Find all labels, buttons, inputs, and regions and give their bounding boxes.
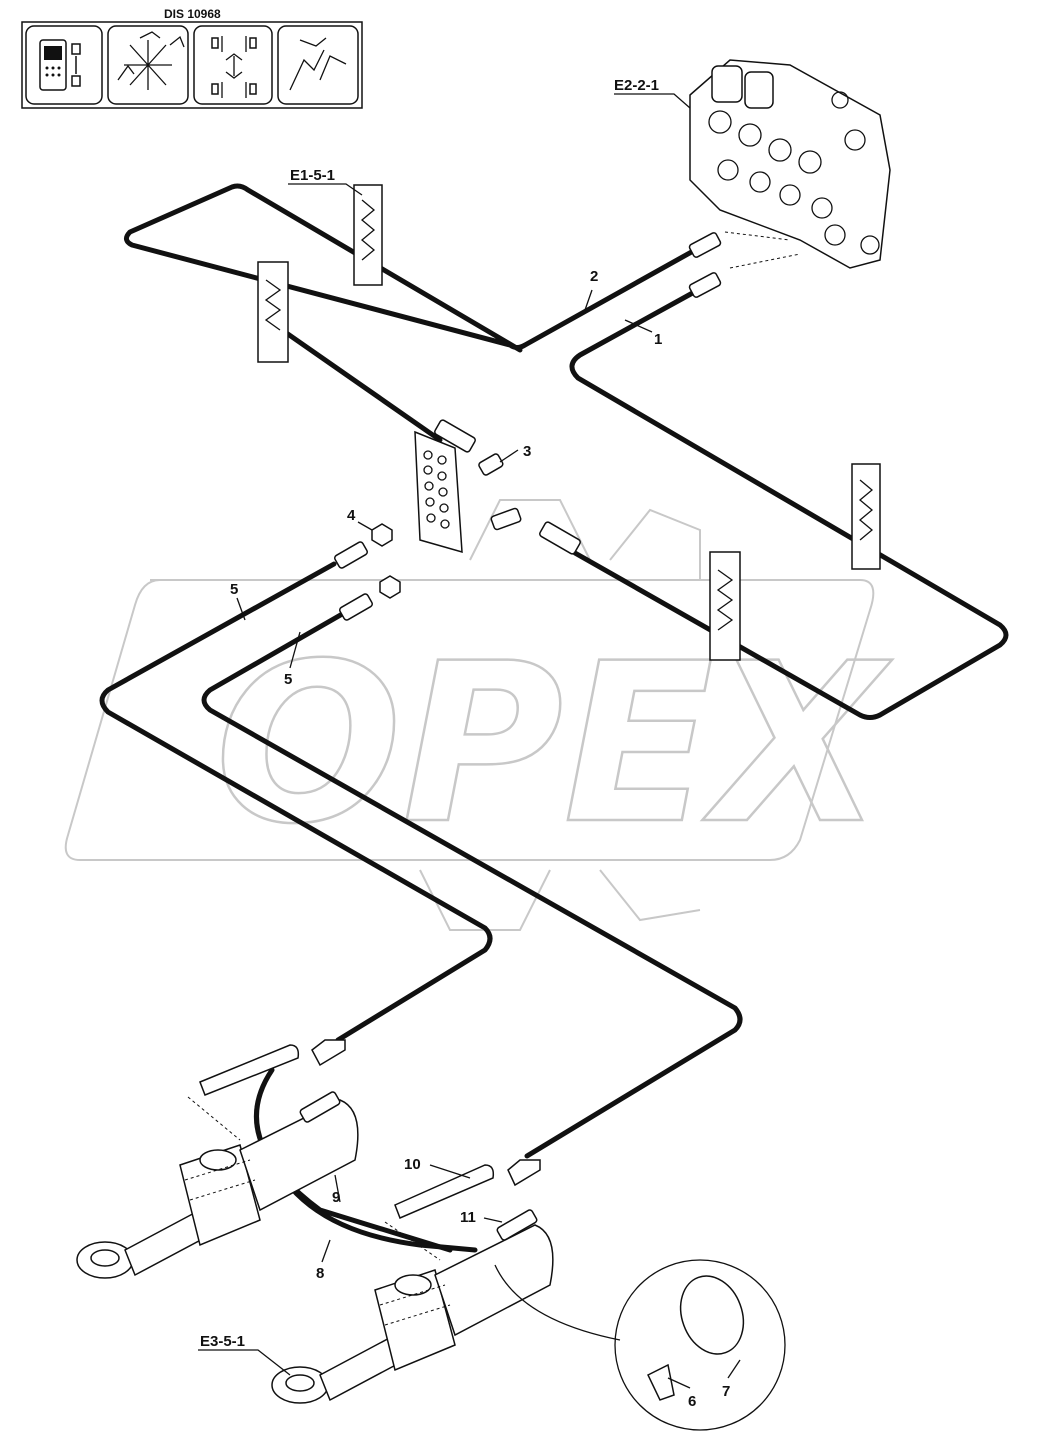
document-code: DIS 10968 (164, 7, 221, 21)
callout-4: 4 (347, 507, 356, 524)
callout-10: 10 (404, 1156, 421, 1173)
remote-control-icon (25, 25, 103, 105)
hose-lines (99, 183, 1009, 1253)
callout-6: 6 (688, 1393, 696, 1410)
cylinder-upper (76, 1099, 359, 1279)
opex-watermark: OPEX (64, 499, 894, 931)
icon-strip: DIS 10968 (21, 7, 363, 109)
hose-3-pipe (259, 313, 443, 443)
callout-3: 3 (523, 443, 531, 460)
watermark-text: OPEX (215, 616, 893, 872)
callout-8: 8 (316, 1265, 324, 1282)
leader-lines (198, 93, 741, 1389)
hose-5b (201, 610, 743, 1159)
ref-clamp-top: E1-5-1 (290, 167, 335, 184)
ref-cylinder: E3-5-1 (200, 1333, 245, 1350)
cylinders (76, 1039, 554, 1404)
callout-7: 7 (722, 1383, 730, 1400)
cylinder-lower (271, 1224, 554, 1404)
callout-11: 11 (460, 1209, 476, 1226)
clamp-e1-5-1 (353, 184, 383, 286)
ref-valve-block: E2-2-1 (614, 77, 659, 94)
clamp-detail (494, 1259, 786, 1431)
callout-1: 1 (654, 331, 662, 348)
center-bracket (333, 419, 581, 621)
valve-arrows-icon (193, 25, 273, 105)
callout-2: 2 (590, 268, 598, 285)
excavator-arm-icon (277, 25, 359, 105)
callout-9: 9 (332, 1189, 340, 1206)
clamps (257, 184, 881, 661)
hose-1 (569, 287, 1009, 720)
callout-5b: 5 (284, 671, 292, 688)
callout-5a: 5 (230, 581, 238, 598)
hose-5a (99, 561, 493, 1043)
excavator-motion-icon (107, 25, 189, 105)
hose-2 (124, 183, 698, 353)
valve-block (688, 59, 891, 298)
